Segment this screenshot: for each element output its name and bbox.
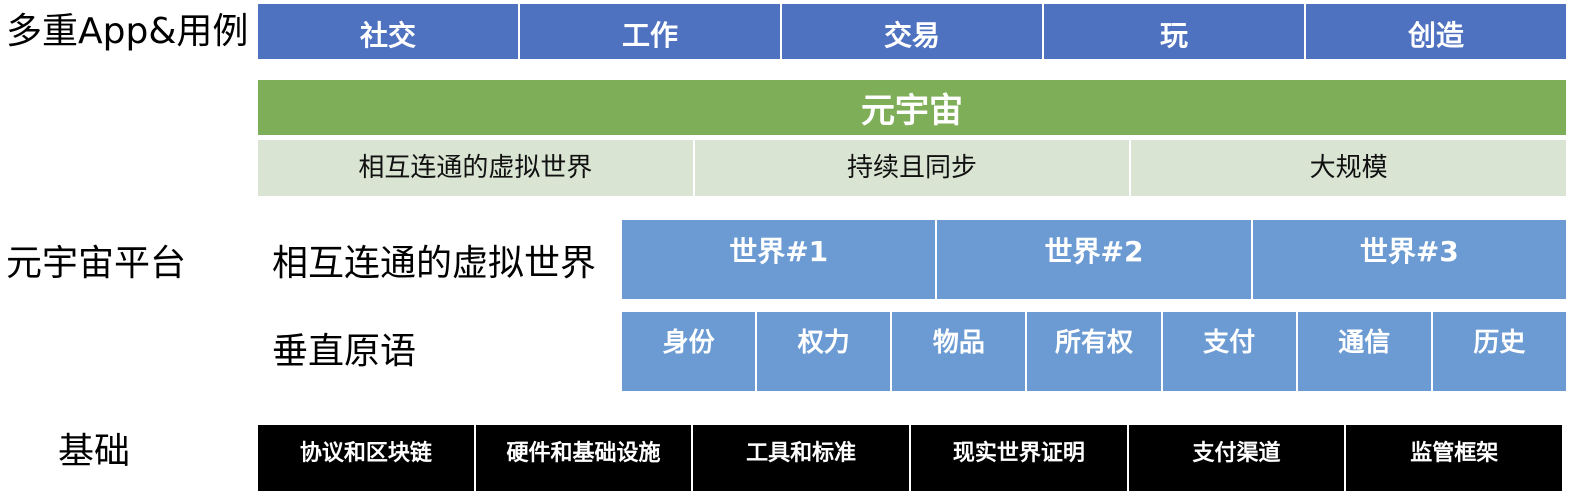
app-create: 创造	[1304, 4, 1566, 59]
apps-row: 社交 工作 交易 玩 创造	[258, 4, 1566, 59]
foundation-row: 协议和区块链 硬件和基础设施 工具和标准 现实世界证明 支付渠道 监管框架	[258, 425, 1563, 491]
foundation-protocols: 协议和区块链	[258, 425, 474, 491]
property-persistent: 持续且同步	[692, 140, 1130, 196]
primitive-payment: 支付	[1160, 312, 1296, 391]
property-interconnected: 相互连通的虚拟世界	[258, 140, 693, 196]
properties-row: 相互连通的虚拟世界 持续且同步 大规模	[258, 140, 1567, 196]
primitive-items: 物品	[890, 312, 1026, 391]
foundation-payment-rails: 支付渠道	[1126, 425, 1345, 491]
foundation-hardware: 硬件和基础设施	[473, 425, 692, 491]
primitive-identity: 身份	[622, 312, 756, 391]
foundation-real-world-proof: 现实世界证明	[909, 425, 1127, 491]
app-social: 社交	[258, 4, 518, 59]
primitives-row: 身份 权力 物品 所有权 支付 通信 历史	[622, 312, 1566, 391]
world-1: 世界#1	[622, 220, 936, 299]
app-work: 工作	[518, 4, 780, 59]
primitive-history: 历史	[1430, 312, 1566, 391]
platform-label: 元宇宙平台	[6, 243, 187, 284]
property-scale: 大规模	[1129, 140, 1567, 196]
worlds-row: 世界#1 世界#2 世界#3	[622, 220, 1566, 299]
primitive-rights: 权力	[755, 312, 891, 391]
vertical-primitives-label: 垂直原语	[272, 331, 417, 372]
apps-label: 多重App&用例	[6, 11, 249, 52]
primitive-ownership: 所有权	[1025, 312, 1161, 391]
metaverse-banner: 元宇宙	[258, 80, 1566, 135]
foundation-regulation: 监管框架	[1344, 425, 1563, 491]
app-trade: 交易	[780, 4, 1042, 59]
primitive-communication: 通信	[1295, 312, 1431, 391]
foundation-tools: 工具和标准	[691, 425, 910, 491]
interconnected-worlds-label: 相互连通的虚拟世界	[272, 243, 597, 284]
world-3: 世界#3	[1250, 220, 1566, 299]
foundation-label: 基础	[58, 431, 131, 472]
world-2: 世界#2	[935, 220, 1251, 299]
app-play: 玩	[1042, 4, 1304, 59]
